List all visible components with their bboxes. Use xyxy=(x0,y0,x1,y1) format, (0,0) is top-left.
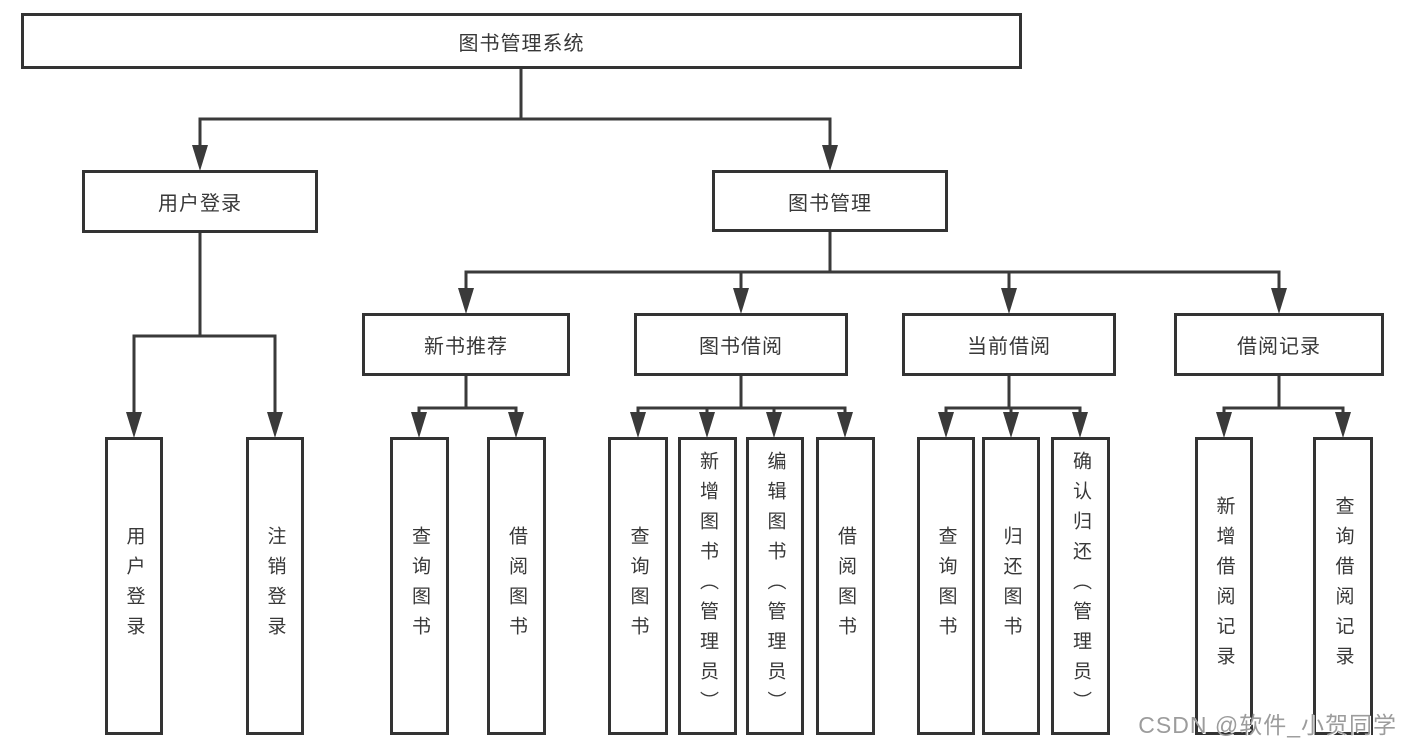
leaf-label: 新增借阅记录 xyxy=(1213,496,1235,676)
leaf-label: 注销登录 xyxy=(264,526,286,646)
csdn-watermark: CSDN @软件_小贺同学 xyxy=(1138,712,1397,738)
leaf-add-borrow-record: 新增借阅记录 xyxy=(1195,437,1253,735)
leaf-logout: 注销登录 xyxy=(246,437,304,735)
node-current-borrow: 当前借阅 xyxy=(902,313,1116,376)
leaf-add-book-admin: 新增图书（管理员） xyxy=(678,437,737,735)
leaf-user-login: 用户登录 xyxy=(105,437,163,735)
leaf-query-books-3: 查询图书 xyxy=(917,437,975,735)
leaf-query-borrow-record: 查询借阅记录 xyxy=(1313,437,1373,735)
leaf-confirm-return-admin: 确认归还（管理员） xyxy=(1051,437,1110,735)
node-label: 当前借阅 xyxy=(967,336,1051,358)
leaf-borrow-books-2: 借阅图书 xyxy=(816,437,875,735)
node-label: 图书管理 xyxy=(788,192,872,215)
leaf-query-books-1: 查询图书 xyxy=(390,437,449,735)
node-user-login: 用户登录 xyxy=(82,170,318,233)
node-book-borrow: 图书借阅 xyxy=(634,313,848,376)
leaf-label: 归还图书 xyxy=(1000,526,1022,646)
leaf-label: 借阅图书 xyxy=(835,526,856,646)
leaf-edit-book-admin: 编辑图书（管理员） xyxy=(746,437,804,735)
leaf-label: 新增图书（管理员） xyxy=(697,451,718,721)
leaf-label: 查询图书 xyxy=(409,526,430,646)
node-label: 用户登录 xyxy=(158,193,242,215)
leaf-return-book: 归还图书 xyxy=(982,437,1040,735)
leaf-label: 查询图书 xyxy=(935,526,957,646)
leaf-label: 借阅图书 xyxy=(506,526,527,646)
arrowhead-icons xyxy=(126,145,1351,438)
node-borrow-record: 借阅记录 xyxy=(1174,313,1384,376)
leaf-label: 编辑图书（管理员） xyxy=(764,451,786,721)
leaf-label: 查询借阅记录 xyxy=(1332,496,1354,676)
node-label: 新书推荐 xyxy=(424,336,508,358)
leaf-borrow-books-1: 借阅图书 xyxy=(487,437,546,735)
leaf-query-books-2: 查询图书 xyxy=(608,437,668,735)
leaf-label: 用户登录 xyxy=(123,526,145,646)
node-new-book-recommend: 新书推荐 xyxy=(362,313,570,376)
leaf-label: 确认归还（管理员） xyxy=(1070,451,1091,721)
node-book-management: 图书管理 xyxy=(712,170,948,232)
leaf-label: 查询图书 xyxy=(627,526,649,646)
node-label: 借阅记录 xyxy=(1237,336,1321,358)
node-label: 图书借阅 xyxy=(699,336,783,358)
node-root-label: 图书管理系统 xyxy=(458,32,585,55)
node-root: 图书管理系统 xyxy=(21,13,1022,69)
